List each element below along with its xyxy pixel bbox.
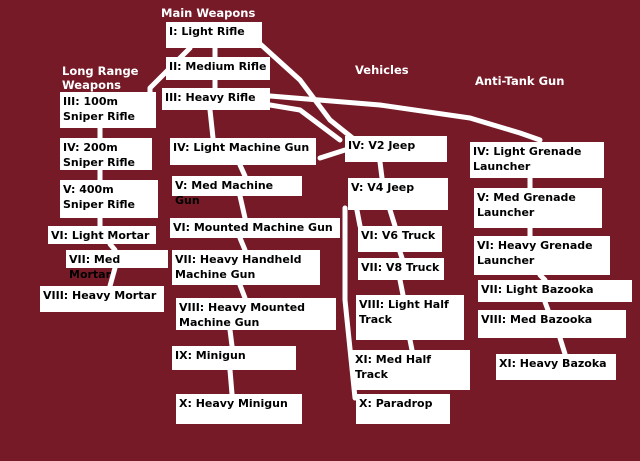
- node-400m-sniper-rifle: V: 400m Sniper Rifle: [60, 180, 158, 218]
- node-100m-sniper-rifle: III: 100m Sniper Rifle: [60, 92, 156, 128]
- node-heavy-mortar: VIII: Heavy Mortar: [40, 286, 164, 312]
- vehicles-header: Vehicles: [355, 63, 409, 77]
- link: [207, 107, 216, 141]
- node-heavy-minigun: X: Heavy Minigun: [176, 394, 302, 424]
- link: [557, 335, 568, 357]
- link: [537, 272, 548, 283]
- node-light-half-track: VIII: Light Half Track: [356, 295, 464, 340]
- node-heavy-handheld-machine-gun: VII: Heavy Handheld Machine Gun: [172, 250, 320, 285]
- node-med-grenade-launcher: V: Med Grenade Launcher: [474, 188, 602, 228]
- link: [255, 39, 358, 143]
- link: [377, 159, 385, 181]
- link: [227, 327, 235, 349]
- node-heavy-grenade-launcher: VI: Heavy Grenade Launcher: [474, 236, 610, 275]
- link: [227, 367, 235, 397]
- node-minigun: IX: Minigun: [172, 346, 296, 370]
- link: [342, 205, 358, 401]
- long-range-weapons-header: Long Range Weapons: [62, 64, 139, 92]
- link: [542, 299, 551, 313]
- main-weapons-header: Main Weapons: [161, 6, 256, 20]
- node-v8-truck: VII: V8 Truck: [358, 258, 444, 280]
- node-light-rifle: I: Light Rifle: [166, 22, 262, 48]
- link: [397, 249, 405, 261]
- node-med-bazooka: VIII: Med Bazooka: [478, 310, 626, 338]
- link: [407, 337, 415, 353]
- node-medium-rifle: II: Medium Rifle: [166, 57, 270, 80]
- node-light-bazooka: VII: Light Bazooka: [478, 280, 632, 302]
- node-v2-jeep: IV: V2 Jeep: [345, 136, 447, 162]
- link: [387, 207, 398, 229]
- link: [237, 235, 248, 253]
- node-light-grenade-launcher: IV: Light Grenade Launcher: [470, 142, 604, 178]
- node-mounted-machine-gun: VI: Mounted Machine Gun: [170, 218, 340, 238]
- node-med-machine-gun: V: Med Machine Gun: [172, 176, 302, 207]
- link: [397, 277, 406, 298]
- node-med-half-track: XI: Med Half Track: [352, 350, 470, 390]
- link: [237, 282, 248, 301]
- link: [237, 162, 248, 179]
- node-paradrop: X: Paradrop: [356, 394, 450, 424]
- node-200m-sniper-rifle: IV: 200m Sniper Rifle: [60, 138, 152, 170]
- node-heavy-bazooka: XI: Heavy Bazoka: [496, 354, 616, 380]
- node-v6-truck: VI: V6 Truck: [358, 226, 442, 252]
- node-v4-jeep: V: V4 Jeep: [348, 178, 448, 210]
- link: [237, 193, 248, 221]
- link: [107, 265, 118, 289]
- anti-tank-gun-header: Anti-Tank Gun: [475, 74, 565, 88]
- node-med-mortar: VII: Med Mortar: [66, 250, 168, 281]
- link: [317, 147, 348, 161]
- node-heavy-rifle: III: Heavy Rifle: [162, 88, 270, 110]
- link: [107, 241, 118, 253]
- link: [255, 92, 543, 143]
- node-light-machine-gun: IV: Light Machine Gun: [170, 138, 316, 165]
- node-heavy-mounted-machine-gun: VIII: Heavy Mounted Machine Gun: [176, 298, 336, 330]
- node-light-mortar: VI: Light Mortar: [48, 226, 156, 244]
